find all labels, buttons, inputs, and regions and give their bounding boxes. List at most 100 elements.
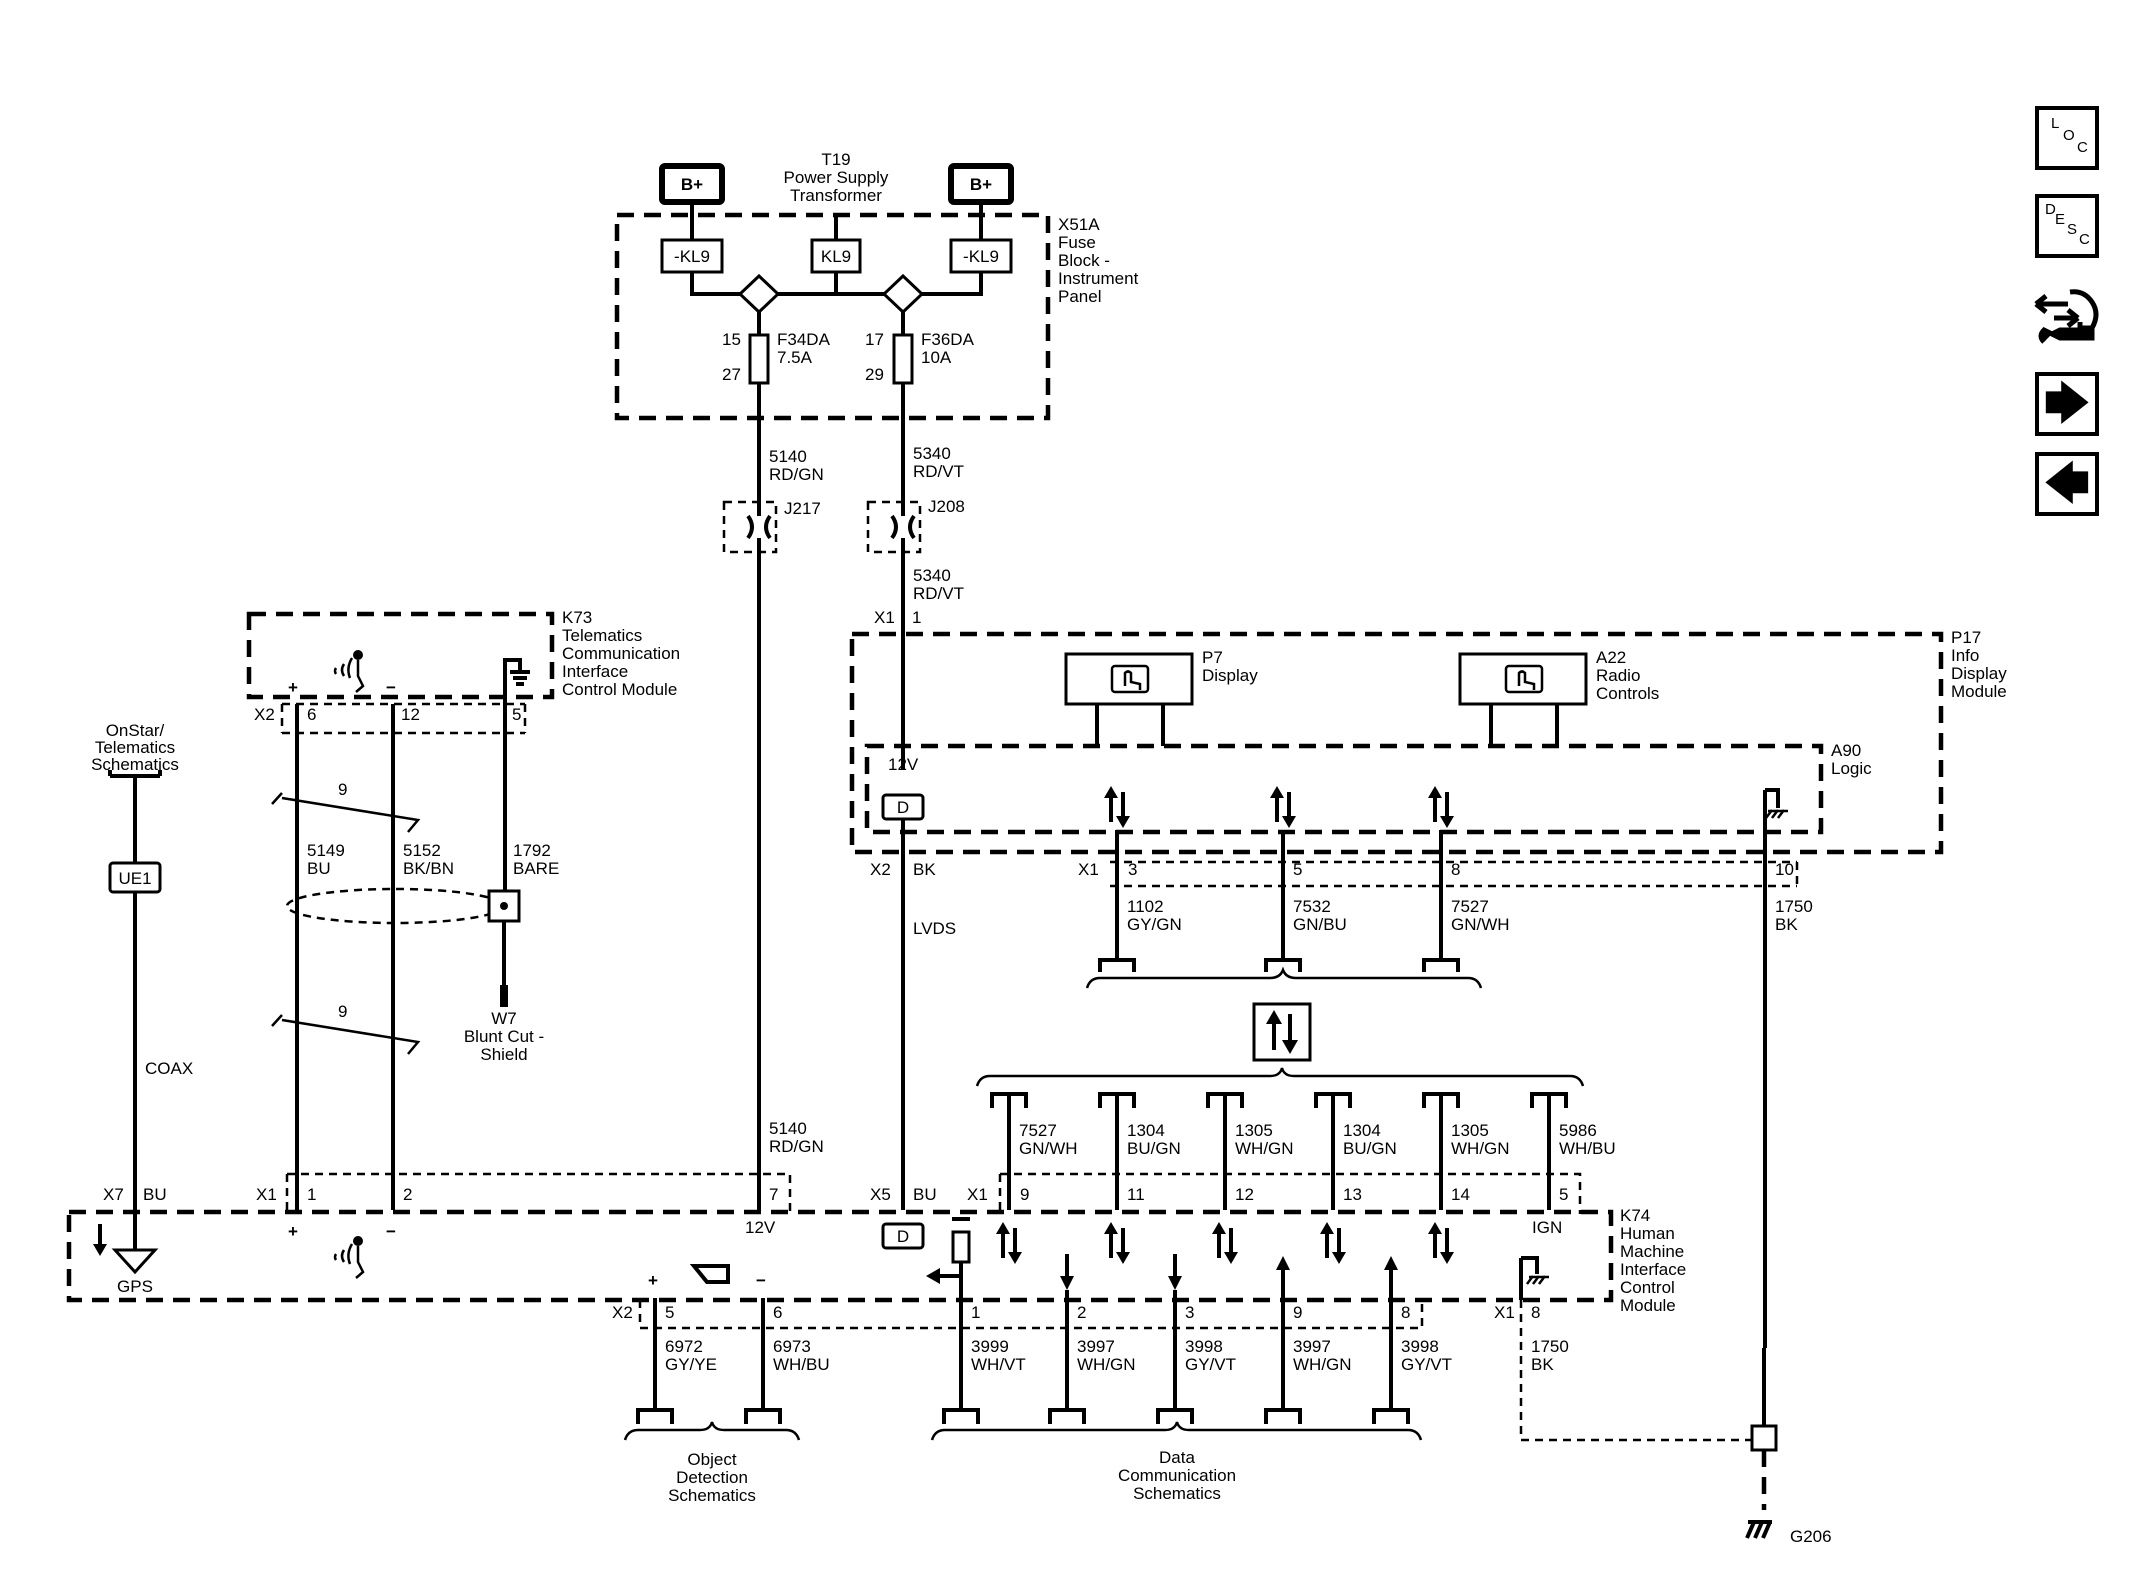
t19-label-1: T19 (821, 150, 850, 169)
touch-icon-display (1110, 664, 1150, 694)
p17-label-1: P17 (1951, 628, 1981, 647)
k74-x1-right: X1 (967, 1185, 988, 1204)
w1792-color: BARE (513, 859, 559, 878)
datacomm-label-1: Data (1159, 1448, 1195, 1467)
w5140-bot-num: 5140 (769, 1119, 807, 1138)
gps-label: GPS (117, 1277, 153, 1296)
location-button[interactable]: L O C (2035, 106, 2099, 170)
k74-label-3: Machine (1620, 1242, 1684, 1261)
bidir-arrows-k74 (996, 1222, 1454, 1264)
p17-bk-label: BK (913, 860, 936, 879)
k74-x2-label: X2 (612, 1303, 633, 1322)
fuse-block-outline (614, 212, 1051, 421)
kl9-right: -KL9 (963, 247, 999, 266)
k73-pin12: 12 (401, 705, 420, 724)
desc-char-c: C (2079, 231, 2090, 248)
description-button[interactable]: D E S C (2035, 194, 2099, 258)
w7-label-3: Shield (480, 1045, 527, 1064)
twist-label-top: 9 (338, 780, 347, 799)
w5340-mid-color: RD/VT (913, 584, 964, 603)
k74-w1-color: GN/WH (1019, 1139, 1078, 1158)
k74-outline (66, 1209, 1614, 1303)
w1750-bot-num: 1750 (1531, 1337, 1569, 1356)
k73-plus: + (288, 678, 298, 697)
j217-label: J217 (784, 499, 821, 518)
k73-label-5: Control Module (562, 680, 677, 699)
w5149-color: BU (307, 859, 331, 878)
k74-d-label: D (897, 1227, 909, 1246)
bot-w1-color: WH/VT (971, 1355, 1026, 1374)
signal-arrows-k74-bottom (926, 1217, 1398, 1298)
k74-label-5: Control (1620, 1278, 1675, 1297)
k74-w4-num: 1304 (1343, 1121, 1381, 1140)
fuse-block-label-4: Instrument (1058, 269, 1139, 288)
w7532-num: 7532 (1293, 897, 1331, 916)
k73-label-3: Communication (562, 644, 680, 663)
w1102-color: GY/GN (1127, 915, 1182, 934)
k74-w2-num: 1304 (1127, 1121, 1165, 1140)
k74-bot-pin1: 1 (971, 1303, 980, 1322)
x7-bu-label: BU (143, 1185, 167, 1204)
onstar-label-1: OnStar/ (106, 721, 165, 740)
diagnostic-tool-icon[interactable] (2030, 284, 2106, 350)
power-section: B+ B+ T19 Power Supply Transformer X51A … (614, 150, 1139, 1210)
w1792-num: 1792 (513, 841, 551, 860)
a90-label-1: A90 (1831, 741, 1861, 760)
onstar-label-2: Telematics (95, 738, 175, 757)
datacomm-label-3: Schematics (1133, 1484, 1221, 1503)
bot-w3-color: GY/VT (1185, 1355, 1236, 1374)
k73-pin6: 6 (307, 705, 316, 724)
k73-pin5: 5 (512, 705, 521, 724)
w5140-top-color: RD/GN (769, 465, 824, 484)
w5140-bot-color: RD/GN (769, 1137, 824, 1156)
k74-minus: − (386, 1222, 396, 1241)
f34-in: 15 (722, 330, 741, 349)
k74-x1-8-conn: X1 (1494, 1303, 1515, 1322)
k74-pin11: 11 (1127, 1185, 1145, 1204)
w6973-num: 6973 (773, 1337, 811, 1356)
fuse-block-label-5: Panel (1058, 287, 1101, 306)
desc-char-s: S (2067, 221, 2078, 238)
object-label-2: Detection (676, 1468, 748, 1487)
lvds-label: LVDS (913, 919, 956, 938)
p17-pin3: 3 (1128, 860, 1137, 879)
kl9-mid: KL9 (821, 247, 851, 266)
f34-out: 27 (722, 365, 741, 384)
x2-minus: − (756, 1271, 766, 1290)
b-plus-left: B+ (681, 175, 703, 194)
loc-char-c: C (2077, 139, 2088, 156)
p17-pin10: 10 (1775, 860, 1794, 879)
k74-ign: IGN (1532, 1218, 1562, 1237)
fuse-block-label-2: Fuse (1058, 233, 1096, 252)
a22-label-1: A22 (1596, 648, 1626, 667)
x1-pin1-label: 1 (912, 608, 921, 627)
k74-x2-pin6: 6 (773, 1303, 782, 1322)
bot-w3-num: 3998 (1185, 1337, 1223, 1356)
k74-pin1: 1 (307, 1185, 316, 1204)
x1-conn-label: X1 (874, 608, 895, 627)
k74-x5: X5 (870, 1185, 891, 1204)
k74-bot-pin8: 8 (1401, 1303, 1410, 1322)
g206-label: G206 (1790, 1527, 1832, 1546)
k74-plus: + (288, 1222, 298, 1241)
k74-label-6: Module (1620, 1296, 1676, 1315)
a90-outline (864, 743, 1824, 835)
k74-bot-pin9: 9 (1293, 1303, 1302, 1322)
p17-pin8: 8 (1451, 860, 1460, 879)
p17-label-3: Display (1951, 664, 2007, 683)
bot-w5-color: GY/VT (1401, 1355, 1452, 1374)
x7-label: X7 (103, 1185, 124, 1204)
k74-section: 7527 GN/WH 1304 BU/GN 1305 WH/GN 1304 BU… (66, 1067, 1832, 1546)
twist-label-bot: 9 (338, 1002, 347, 1021)
w1750-top-color: BK (1775, 915, 1798, 934)
w6972-color: GY/YE (665, 1355, 717, 1374)
p17-x2-label: X2 (870, 860, 891, 879)
k74-x2-pin5: 5 (665, 1303, 674, 1322)
w5140-top-num: 5140 (769, 447, 807, 466)
t19-label-3: Transformer (790, 186, 882, 205)
k73-minus: − (386, 678, 396, 697)
previous-button[interactable]: 🡄 (2035, 452, 2099, 516)
x2-plus: + (648, 1271, 658, 1290)
w5149-num: 5149 (307, 841, 345, 860)
next-button[interactable]: 🡆 (2035, 372, 2099, 436)
